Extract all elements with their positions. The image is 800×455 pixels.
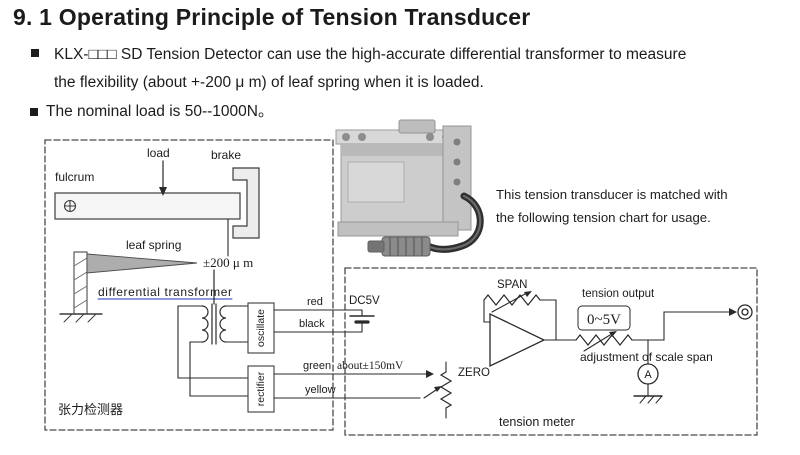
fulcrum-pivot-icon [63, 199, 77, 213]
meter-dashed-box [344, 267, 758, 436]
bullet-1-line-2: the flexibility (about +-200 μ m) of lea… [54, 74, 484, 91]
span-wiper-arrowhead-icon [524, 291, 532, 297]
post-hatching [73, 257, 88, 309]
bullet-2-line-1: The nominal load is 50--1000N。 [46, 103, 274, 120]
photo-caption-line-1: This tension transducer is matched with [496, 187, 728, 202]
zero-wiper [423, 389, 437, 399]
span-label: SPAN [497, 279, 527, 291]
zero-resistor-icon [439, 371, 453, 409]
bullet-1: KLX-□□□ SD Tension Detector can use the … [31, 41, 686, 97]
load-label: load [147, 146, 170, 160]
yellow-wire-label: yellow [305, 384, 336, 396]
bolt-icon [453, 158, 461, 166]
photo-caption: This tension transducer is matched with … [496, 183, 758, 229]
detector-dashed-box [44, 139, 334, 431]
output-riser [631, 311, 730, 341]
bullet-square-icon [31, 49, 39, 57]
leaf-spring-wedge [86, 253, 198, 274]
bolt-icon [358, 133, 366, 141]
oscillate-label: oscillate [255, 309, 267, 347]
page-title: 9. 1 Operating Principle of Tension Tran… [13, 4, 531, 30]
meter-box-name: tension meter [499, 415, 575, 429]
scale-wiper [583, 334, 611, 352]
secondary-coil-icon [219, 305, 227, 343]
brake-bracket [232, 167, 260, 239]
tension-detector-diagram: fulcrum load brake leaf spring [44, 139, 334, 431]
detector-wires [177, 305, 249, 397]
post-ground-icon [59, 313, 103, 323]
transformer-symbol [201, 269, 227, 345]
deflection-label: ±200 μ m [203, 255, 253, 270]
fulcrum-label: fulcrum [55, 170, 94, 184]
supply-wires [273, 309, 363, 333]
span-wiper [491, 293, 526, 313]
leaf-spring-label: leaf spring [126, 238, 181, 252]
black-wire-label: black [299, 318, 325, 330]
detector-box-name: 张力检测器 [58, 402, 123, 417]
output-arrowhead-icon [729, 308, 737, 316]
span-resistor-icon [483, 294, 541, 306]
dc5v-label: DC5V [349, 295, 380, 307]
rectifier-box [247, 365, 275, 413]
output-range-frame [577, 305, 631, 331]
load-arrowhead-icon [159, 187, 167, 196]
primary-coil-icon [201, 305, 209, 343]
tension-output-label: tension output [582, 288, 655, 300]
bullet-1-line-1: KLX-□□□ SD Tension Detector can use the … [54, 46, 687, 63]
differential-transformer-link[interactable]: differential transformer [98, 285, 232, 299]
output-range-label: 0~5V [587, 312, 621, 328]
lever-beam [54, 192, 241, 220]
scale-wiper-arrowhead-icon [609, 331, 617, 337]
spring-support-post [73, 251, 88, 315]
bolt-icon [453, 178, 461, 186]
bullet-2: The nominal load is 50--1000N。 [30, 100, 273, 124]
bullet-square-icon [30, 108, 38, 116]
tension-meter-diagram: red black DC5V green yellow about±150mV … [273, 267, 758, 436]
brake-label: brake [211, 148, 241, 162]
adjustment-label: adjustment of scale span [580, 350, 713, 364]
battery-icon [349, 315, 375, 324]
oscillator-box [247, 302, 275, 354]
span-feedback-wires [483, 299, 557, 341]
ammeter-ground-icon [633, 395, 663, 404]
bolt-icon [426, 133, 434, 141]
bolt-icon [453, 138, 461, 146]
amplifier-triangle [489, 312, 546, 368]
ammeter-label: A [644, 369, 652, 381]
zero-label: ZERO [458, 367, 490, 379]
zero-wiper-arrowhead-icon [434, 386, 442, 392]
green-wire-label: green [303, 360, 331, 372]
green-arrowhead-icon [426, 370, 434, 378]
scale-resistor-icon [575, 334, 633, 346]
output-terminal-icon [737, 304, 753, 320]
bolt-icon [342, 133, 350, 141]
rectifier-label: rectifier [255, 371, 267, 406]
red-wire-label: red [307, 296, 323, 308]
signal-level-label: about±150mV [337, 360, 404, 372]
photo-caption-line-2: the following tension chart for usage. [496, 210, 711, 225]
transducer-photo [335, 119, 484, 257]
